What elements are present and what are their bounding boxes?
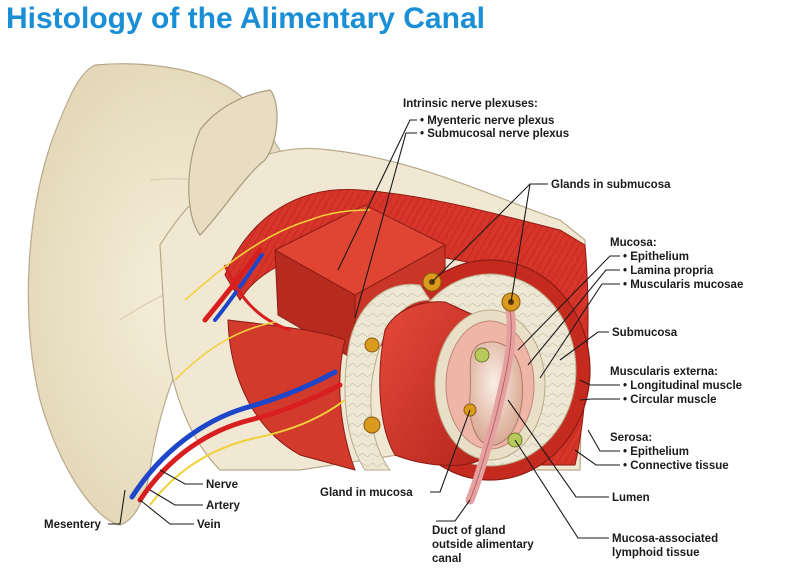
mesenteric-vessels — [129, 209, 371, 506]
label-submucosa: Submucosa — [612, 327, 678, 339]
label-duct-line2: outside alimentary — [432, 539, 534, 551]
label-submucosal-plexus: • Submucosal nerve plexus — [420, 128, 569, 140]
label-muscularis-mucosae: • Muscularis mucosae — [623, 279, 743, 291]
label-malt-line2: lymphoid tissue — [612, 547, 700, 559]
label-muscularis-externa: Muscularis externa: — [610, 366, 718, 378]
label-intrinsic-plexuses: Intrinsic nerve plexuses: — [403, 98, 538, 110]
label-longitudinal-muscle: • Longitudinal muscle — [623, 380, 742, 392]
label-circular-muscle: • Circular muscle — [623, 394, 717, 406]
label-connective-tissue: • Connective tissue — [623, 460, 729, 472]
label-myenteric-plexus: • Myenteric nerve plexus — [420, 115, 554, 127]
submucosal-glands — [363, 272, 521, 434]
label-mesentery: Mesentery — [44, 519, 101, 531]
label-glands-in-submucosa: Glands in submucosa — [551, 179, 671, 191]
diagram-title: Histology of the Alimentary Canal — [6, 2, 485, 35]
label-mucosa-epithelium: • Epithelium — [623, 251, 689, 263]
label-lamina-propria: • Lamina propria — [623, 265, 714, 277]
serosa-flap — [188, 89, 278, 236]
label-nerve: Nerve — [206, 479, 238, 491]
label-vein: Vein — [197, 519, 221, 531]
label-lumen: Lumen — [612, 492, 650, 504]
label-duct-line3: canal — [432, 553, 461, 565]
label-gland-in-mucosa: Gland in mucosa — [320, 487, 413, 499]
label-serosa-epithelium: • Epithelium — [623, 446, 689, 458]
label-duct-line1: Duct of gland — [432, 525, 505, 537]
label-malt-line1: Mucosa-associated — [612, 533, 718, 545]
label-leader-lines — [108, 119, 620, 539]
label-artery: Artery — [206, 500, 240, 512]
label-mucosa: Mucosa: — [610, 237, 657, 249]
label-serosa: Serosa: — [610, 432, 652, 444]
